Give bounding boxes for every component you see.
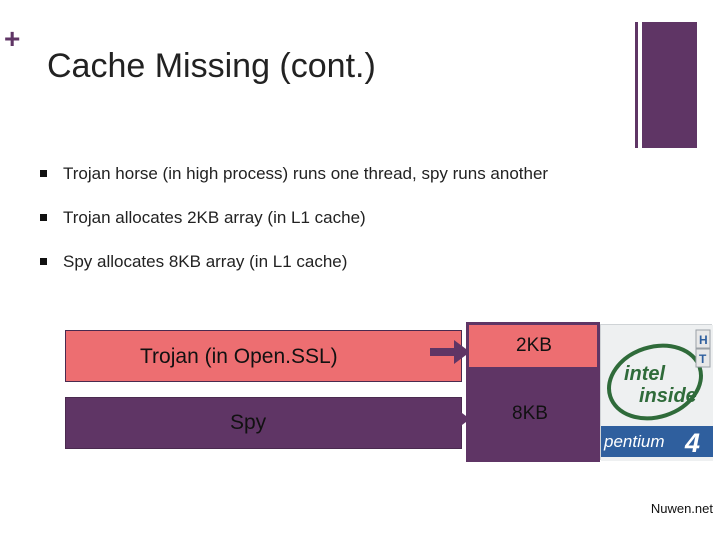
- bullet-item: Trojan horse (in high process) runs one …: [40, 162, 600, 185]
- cache-8kb-label: 8KB: [512, 403, 548, 424]
- arrow-group: [430, 340, 470, 431]
- bullet-marker: [40, 214, 47, 221]
- bullet-marker: [40, 170, 47, 177]
- trojan-label: Trojan (in Open.SSL): [140, 345, 338, 368]
- slide-marker: +: [4, 23, 21, 54]
- corner-accent-line: [635, 22, 638, 148]
- bullet-item: Spy allocates 8KB array (in L1 cache): [40, 250, 600, 273]
- spy-process-box: Spy: [65, 397, 462, 449]
- cache-8kb-region: 8KB: [469, 369, 597, 459]
- bullet-text: Spy allocates 8KB array (in L1 cache): [63, 252, 348, 271]
- bullet-text: Trojan horse (in high process) runs one …: [63, 164, 549, 183]
- right-arrow-icon: [430, 407, 470, 431]
- source-credit: Nuwen.net: [650, 501, 713, 516]
- logo-product: pentium: [603, 432, 664, 451]
- bullet-marker: [40, 258, 47, 265]
- cache-2kb-region: 2KB: [469, 325, 597, 369]
- logo-brand-line2: inside: [639, 385, 697, 407]
- spy-label: Spy: [230, 411, 267, 434]
- l1-cache-block: 2KB 8KB: [466, 322, 600, 462]
- intel-pentium-4-logo: intel inside H T pentium 4: [600, 324, 713, 461]
- bullet-list: Trojan horse (in high process) runs one …: [40, 162, 600, 294]
- logo-brand-line1: intel: [624, 363, 666, 385]
- logo-ht-bottom: T: [699, 352, 707, 366]
- intel-logo-graphic: intel inside H T pentium 4: [601, 325, 713, 461]
- cache-2kb-label: 2KB: [516, 335, 552, 356]
- bullet-text: Trojan allocates 2KB array (in L1 cache): [63, 208, 366, 227]
- bullet-item: Trojan allocates 2KB array (in L1 cache): [40, 206, 600, 229]
- corner-accent-block: [642, 22, 697, 148]
- trojan-process-box: Trojan (in Open.SSL): [65, 330, 462, 382]
- logo-version: 4: [684, 428, 700, 458]
- right-arrow-icon: [430, 340, 470, 364]
- logo-ht-top: H: [699, 333, 708, 347]
- slide-title: Cache Missing (cont.): [47, 47, 376, 85]
